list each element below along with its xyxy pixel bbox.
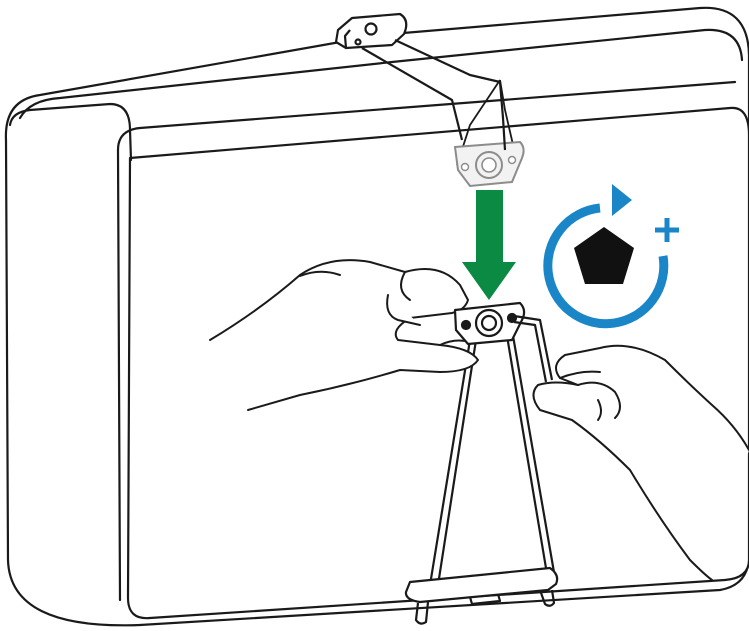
- left-hand: [209, 259, 479, 411]
- down-arrow: [462, 190, 516, 300]
- screw-left: [460, 319, 472, 331]
- wire-clip: [453, 301, 526, 346]
- rotate-arc-icon: [543, 203, 669, 329]
- cabinet-side-edge: [116, 148, 122, 602]
- right-hand: [532, 344, 749, 581]
- wire-frame: [404, 329, 559, 625]
- top-hook: [334, 12, 507, 151]
- cabinet-front-bevel: [116, 80, 737, 152]
- cabinet-top-edge: [18, 28, 744, 120]
- plus-icon: [655, 218, 679, 242]
- pentagon-hex-key-icon: [574, 227, 634, 284]
- tighten-symbol: [543, 184, 679, 329]
- hex-key: [513, 314, 554, 383]
- rotate-arrowhead-icon: [612, 184, 632, 216]
- cabinet-left-corner: [8, 102, 133, 162]
- frame-foot: [404, 566, 559, 604]
